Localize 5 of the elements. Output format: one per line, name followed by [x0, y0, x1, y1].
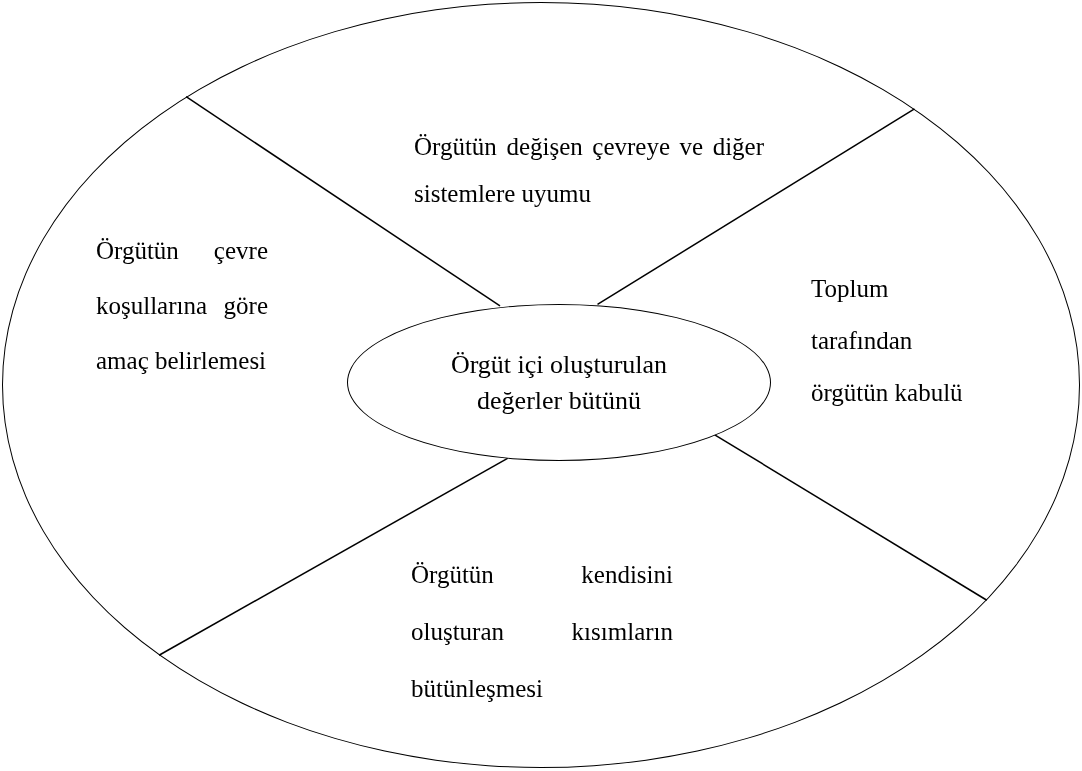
sector-text: Toplum tarafından örgütün kabulü: [811, 263, 983, 419]
sector-text: Örgütün kendisini oluşturan kısımların bütünleşmesi: [411, 546, 673, 717]
sector-text: Örgütün değişen çevreye ve diğer sistemlere uyumu: [414, 123, 764, 217]
sector-text: Örgütün çevre koşullarına göre amaç belirlemesi: [96, 223, 268, 388]
ellipse-label: Örgüt içi oluşturulan değerler bütünü: [449, 348, 669, 417]
